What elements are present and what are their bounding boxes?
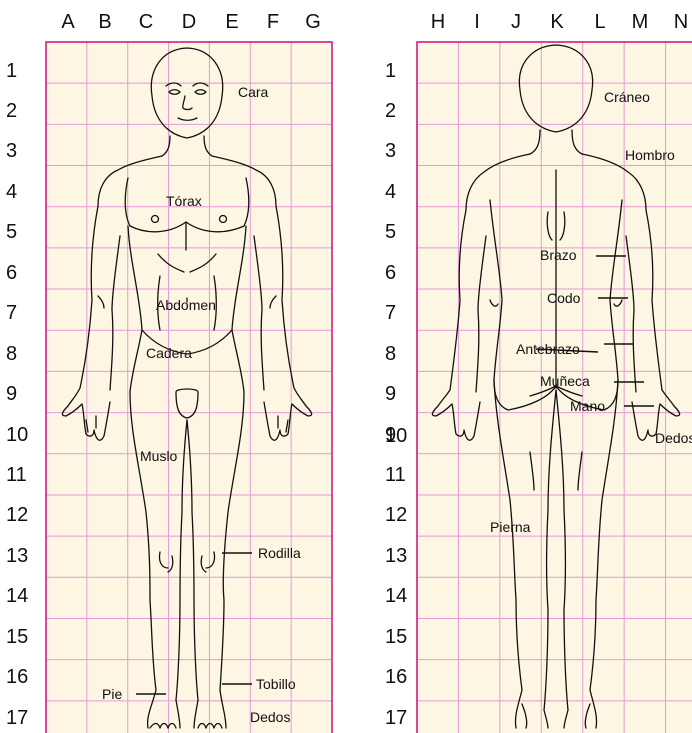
label-muslo: Muslo — [140, 448, 178, 464]
back-col-N: N — [674, 11, 688, 33]
front-col-F: F — [267, 11, 279, 33]
back-row-5: 5 — [385, 221, 396, 243]
front-row-13: 13 — [6, 545, 28, 567]
front-row-17: 17 — [6, 707, 28, 729]
front-row-10: 10 — [6, 424, 28, 446]
label-hombro: Hombro — [625, 147, 675, 163]
back-col-L: L — [594, 11, 605, 33]
front-row-12: 12 — [6, 504, 28, 526]
back-col-M: M — [632, 11, 649, 33]
front-row-3: 3 — [6, 140, 17, 162]
front-row-7: 7 — [6, 302, 17, 324]
back-row-16: 16 — [385, 666, 407, 688]
back-row-4: 4 — [385, 181, 396, 203]
back-row-2: 2 — [385, 100, 396, 122]
back-row-8: 8 — [385, 343, 396, 365]
label-cadera: Cadera — [146, 345, 192, 361]
front-row-5: 5 — [6, 221, 17, 243]
label-rodilla: Rodilla — [258, 545, 301, 561]
back-col-J: J — [511, 11, 521, 33]
label-craneo: Cráneo — [604, 89, 650, 105]
back-row-6: 6 — [385, 262, 396, 284]
front-row-6: 6 — [6, 262, 17, 284]
front-col-E: E — [225, 11, 238, 33]
label-tobillo: Tobillo — [256, 676, 296, 692]
back-row-14: 14 — [385, 585, 407, 607]
back-col-H: H — [431, 11, 445, 33]
back-row-3: 3 — [385, 140, 396, 162]
front-col-G: G — [305, 11, 321, 33]
label-antebrazo: Antebrazo — [516, 341, 580, 357]
label-dedos-front: Dedos — [250, 709, 290, 725]
back-row-13: 13 — [385, 545, 407, 567]
back-panel: H I J K L M N 1 2 3 4 5 6 7 8 9 9 10 11 … — [385, 11, 692, 733]
back-row-numbers: 1 2 3 4 5 6 7 8 9 9 10 11 12 13 14 15 16… — [385, 60, 407, 729]
label-dedos-back: Dedos — [655, 430, 692, 446]
back-row-15: 15 — [385, 626, 407, 648]
front-col-B: B — [98, 11, 111, 33]
back-col-K: K — [550, 11, 564, 33]
back-row-10: 10 — [385, 425, 407, 447]
front-row-15: 15 — [6, 626, 28, 648]
front-panel: A B C D E F G 1 2 3 4 5 6 7 8 9 10 11 12… — [6, 11, 332, 733]
front-row-16: 16 — [6, 666, 28, 688]
front-row-8: 8 — [6, 343, 17, 365]
label-pierna: Pierna — [490, 519, 531, 535]
label-abdomen: Abdomen — [156, 297, 216, 313]
label-torax: Tórax — [166, 193, 202, 209]
front-column-letters: A B C D E F G — [61, 11, 320, 33]
front-grid-background — [46, 42, 332, 733]
front-row-numbers: 1 2 3 4 5 6 7 8 9 10 11 12 13 14 15 16 1… — [6, 60, 28, 729]
label-brazo: Brazo — [540, 247, 577, 263]
back-row-11: 11 — [385, 464, 406, 486]
front-row-11: 11 — [6, 464, 27, 486]
back-row-7: 7 — [385, 302, 396, 324]
front-row-9: 9 — [6, 383, 17, 405]
label-mano: Mano — [570, 398, 605, 414]
front-col-D: D — [182, 11, 196, 33]
label-cara: Cara — [238, 84, 269, 100]
label-pie: Pie — [102, 686, 122, 702]
back-row-12: 12 — [385, 504, 407, 526]
back-row-9a: 9 — [385, 383, 396, 405]
back-row-1: 1 — [385, 60, 396, 82]
label-codo: Codo — [547, 290, 581, 306]
front-col-C: C — [139, 11, 153, 33]
front-row-1: 1 — [6, 60, 17, 82]
front-row-14: 14 — [6, 585, 28, 607]
front-row-2: 2 — [6, 100, 17, 122]
back-row-17: 17 — [385, 707, 407, 729]
front-row-4: 4 — [6, 181, 17, 203]
back-col-I: I — [474, 11, 480, 33]
front-col-A: A — [61, 11, 75, 33]
back-column-letters: H I J K L M N — [431, 11, 688, 33]
label-muneca: Muñeca — [540, 373, 590, 389]
